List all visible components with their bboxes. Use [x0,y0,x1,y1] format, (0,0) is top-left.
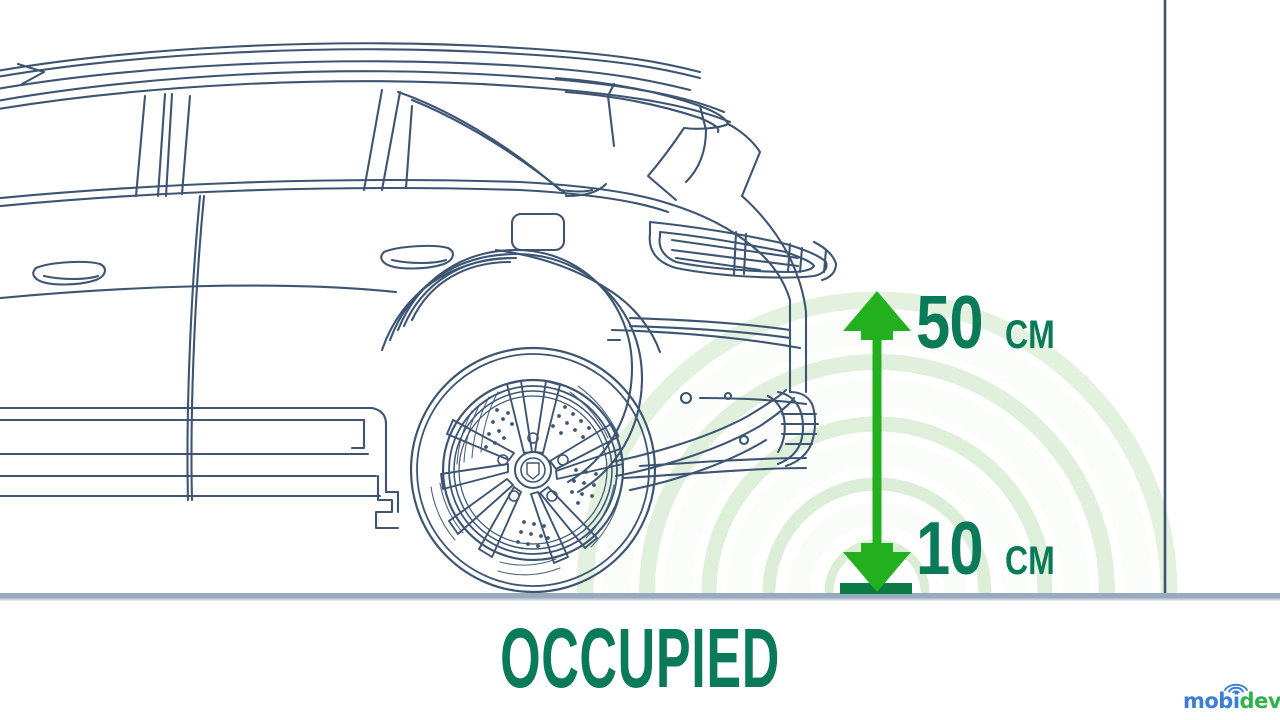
obstacle-height-value: 10 [916,506,984,590]
upper-range-unit: CM [1005,313,1056,357]
obstacle-height-label: 10 CM [916,506,1068,590]
measurement-arrow [843,291,911,592]
rear-wheel [409,346,657,594]
upper-range-value: 50 [916,280,984,364]
status-label: OCCUPIED [500,611,780,705]
obstacle-height-unit: CM [1005,539,1056,583]
mobidev-logo[interactable]: mobidev [1183,682,1280,712]
logo-text-mobi: mobi [1183,689,1240,713]
vehicle-outline [0,42,838,530]
wifi-arc-icon [1224,683,1248,693]
logo-wordmark: mobidev [1183,691,1280,712]
upper-range-label: 50 CM [916,280,1068,364]
logo-text-dev: dev [1239,689,1280,713]
ground-line [0,593,1280,601]
